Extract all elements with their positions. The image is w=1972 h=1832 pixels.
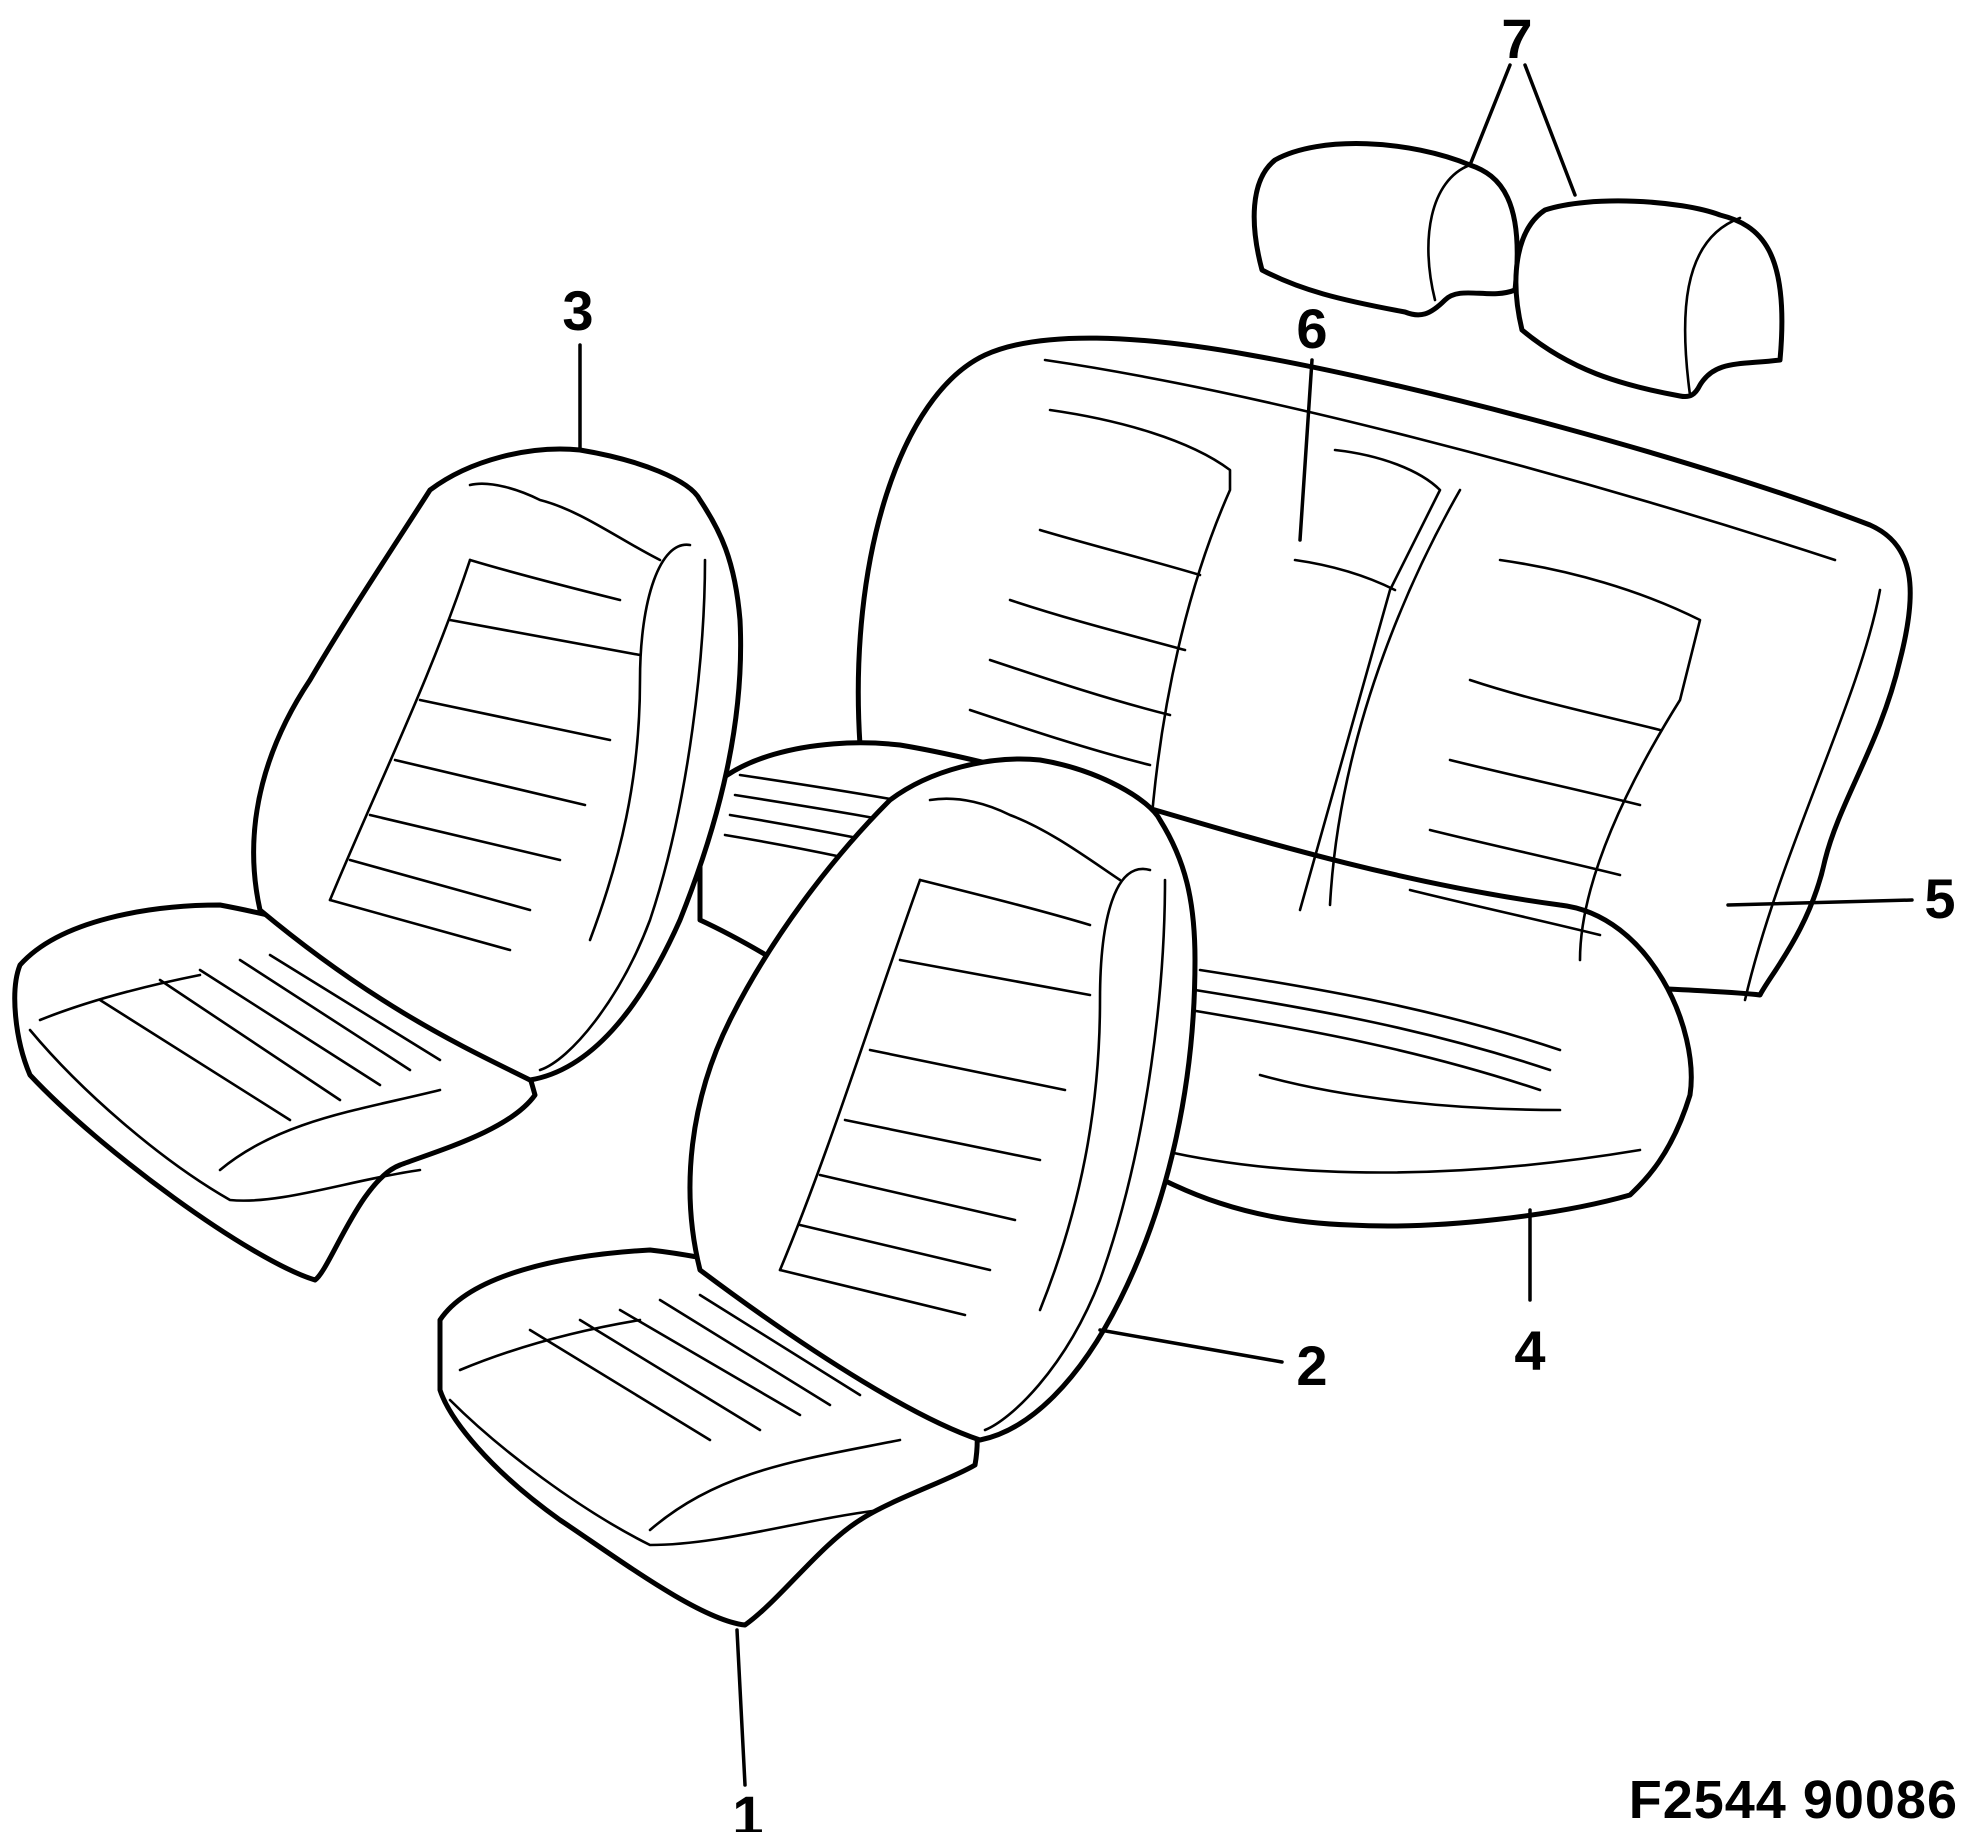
callout-6: 6 — [1296, 297, 1327, 360]
left-cushion-pleat — [198, 968, 382, 1087]
right-backrest-center-line — [778, 878, 922, 1272]
left-cushion-bolster — [218, 1088, 442, 1172]
right-cushion-pleat — [698, 1293, 862, 1397]
leader-6 — [1298, 358, 1314, 542]
left-cushion-bolster — [38, 973, 202, 1022]
right-backrest-pleat — [843, 1118, 1042, 1162]
leader-lines — [578, 63, 1914, 1787]
rear-backrest-edge — [1743, 588, 1882, 1002]
right-cushion-pleat — [618, 1308, 802, 1417]
left-backrest-pleat — [328, 898, 512, 952]
rear-center-armrest — [1298, 448, 1442, 912]
left-backrest-pleat — [418, 698, 612, 742]
headrest-left — [1251, 141, 1520, 318]
leader-5 — [1726, 898, 1914, 907]
left-cushion-pleat — [158, 978, 342, 1102]
right-cushion-pleat — [658, 1298, 832, 1407]
right-backrest-head-panel — [928, 797, 1122, 882]
callout-1: 1 — [732, 1784, 763, 1832]
rear-backrest-pleat — [1428, 828, 1622, 877]
rear-backrest-pleat — [988, 658, 1172, 717]
left-seat-backrest — [251, 446, 744, 1083]
rear-headrests — [1251, 141, 1785, 400]
left-backrest-side-bolster — [538, 558, 707, 1072]
leader-7b — [1523, 63, 1577, 197]
right-cushion-pleat — [528, 1328, 712, 1442]
rear-backrest-pleat — [1408, 888, 1602, 937]
leader-2 — [1098, 1328, 1284, 1364]
right-seat-backrest — [687, 756, 1198, 1443]
rear-cushion-pleat — [1188, 1008, 1542, 1092]
left-backrest-head-panel — [468, 558, 622, 602]
callout-7: 7 — [1501, 7, 1532, 70]
rear-backrest-pleat — [968, 708, 1152, 767]
left-backrest-pleat — [348, 858, 532, 912]
right-front-seat — [437, 756, 1198, 1628]
right-backrest-pleat — [778, 1268, 967, 1317]
left-cushion-pleat — [98, 998, 292, 1122]
rear-center-armrest-edge — [1293, 558, 1397, 592]
right-backrest-side-bolster — [1038, 867, 1152, 1312]
right-backrest-pleat — [818, 1173, 1017, 1222]
rear-backrest-pleat — [1008, 598, 1187, 652]
right-cushion-front-edge — [448, 1398, 882, 1547]
rear-backrest-top-edge — [1043, 358, 1837, 562]
right-cushion-bolster — [458, 1318, 642, 1372]
right-backrest-pleat — [868, 1048, 1067, 1092]
right-backrest-pleat — [898, 958, 1092, 997]
left-backrest-pleat — [368, 813, 562, 862]
callout-4: 4 — [1514, 1319, 1545, 1382]
callout-5: 5 — [1924, 867, 1955, 930]
headrest-right-side — [1683, 216, 1742, 397]
left-cushion-pleat — [268, 953, 442, 1062]
right-cushion-pleat — [578, 1318, 762, 1432]
callout-labels: 1 2 3 4 5 6 7 — [562, 7, 1955, 1832]
callout-3: 3 — [562, 279, 593, 342]
rear-cushion-pleat — [1198, 968, 1562, 1052]
callout-2: 2 — [1296, 1334, 1327, 1397]
rear-backrest-panel-left — [1048, 408, 1232, 842]
left-backrest-pleat — [448, 618, 642, 657]
figure-code: F2544 90086 — [1629, 1770, 1958, 1830]
leader-1 — [735, 1628, 747, 1787]
leader-7a — [1468, 63, 1512, 167]
rear-cushion-pleat — [1258, 1073, 1562, 1112]
rear-cushion-pleat — [1193, 988, 1552, 1072]
left-front-seat — [12, 446, 744, 1283]
left-backrest-side-bolster — [588, 543, 692, 942]
left-backrest-center-line — [328, 558, 472, 902]
right-backrest-side-bolster — [983, 878, 1167, 1432]
right-backrest-pleat — [798, 1223, 992, 1272]
headrest-left-side — [1427, 163, 1472, 302]
left-backrest-pleat — [393, 758, 587, 807]
rear-backrest-panel-right — [1498, 558, 1702, 962]
rear-center-armrest-edge — [1328, 488, 1462, 907]
rear-cushion-edge — [1158, 1148, 1642, 1174]
rear-backrest-pleat — [1468, 678, 1662, 732]
left-cushion-pleat — [238, 958, 412, 1072]
right-backrest-head-panel — [918, 878, 1092, 927]
left-cushion-front-edge — [28, 1028, 422, 1202]
right-cushion-bolster — [648, 1438, 902, 1532]
headrest-right — [1513, 198, 1785, 400]
left-backrest-head-panel — [468, 482, 662, 562]
rear-backrest-pleat — [1038, 528, 1202, 577]
rear-backrest-pleat — [1448, 758, 1642, 807]
